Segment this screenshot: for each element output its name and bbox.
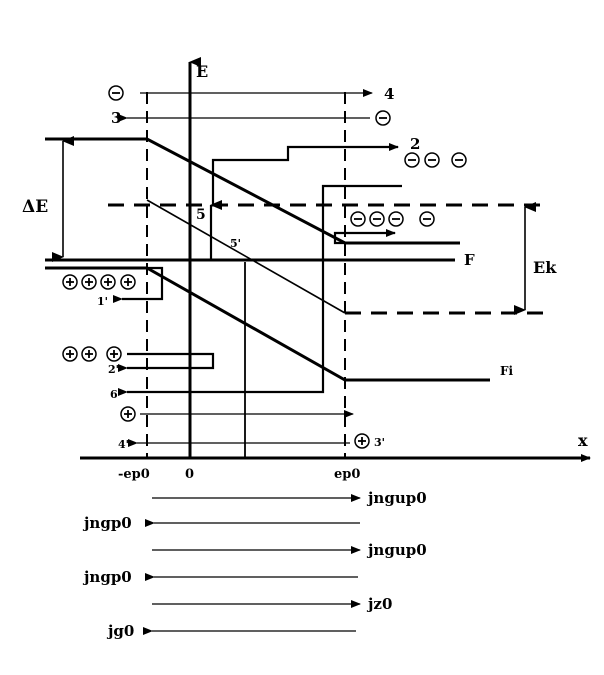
- hole-symbol-right: [120, 406, 136, 422]
- current-row4-label: jngp0: [82, 568, 132, 586]
- fi-label: Fi: [500, 364, 514, 378]
- path-1p-label: 1': [97, 295, 108, 308]
- path-4-label: 4: [384, 85, 394, 103]
- current-row6-label: jg0: [106, 622, 134, 640]
- delta-e-label: ΔE: [22, 197, 48, 217]
- cb-electron-path: [333, 229, 396, 245]
- path-3p-label: 3': [374, 436, 385, 449]
- fermi-label: F: [464, 251, 475, 269]
- tick-ep0: ep0: [334, 467, 360, 482]
- x-axis-label: x: [578, 431, 588, 450]
- path-5p-label: 5': [230, 237, 241, 250]
- path-4p-label: 4': [118, 438, 129, 451]
- middle-sloped-line: [146, 199, 346, 314]
- path-5-label: 5: [196, 207, 206, 223]
- hole-group-2: [62, 346, 122, 362]
- path-2p-trajectory: [118, 352, 215, 372]
- hole-symbol-3p: [354, 433, 370, 449]
- electron-symbol-3: [375, 110, 391, 126]
- path-3-label: 3: [111, 109, 121, 127]
- path-1p-trajectory: [113, 266, 164, 303]
- current-row2-label: jngp0: [82, 514, 132, 532]
- path-2-label: 2: [410, 135, 420, 153]
- path-2-trajectory: [211, 143, 399, 205]
- current-row5-label: jz0: [366, 595, 392, 613]
- current-row1-label: jngup0: [366, 489, 427, 507]
- energy-axis-label: E: [196, 62, 208, 81]
- path-6p-trajectory: [118, 184, 402, 396]
- electron-group-2: [404, 152, 467, 168]
- electron-group-cb: [350, 211, 435, 227]
- hole-group-1: [62, 274, 136, 290]
- path-2p-label: 2': [108, 363, 119, 376]
- tick-zero: 0: [185, 467, 194, 482]
- current-row3-label: jngup0: [366, 541, 427, 559]
- valence-band-edge: [45, 266, 490, 382]
- path-6p-label: 6': [110, 388, 121, 401]
- tick-neg-ep0: -ep0: [118, 467, 150, 482]
- electron-symbol-4: [108, 85, 124, 101]
- ek-label: Ek: [533, 258, 557, 277]
- conduction-band-edge: [45, 137, 460, 245]
